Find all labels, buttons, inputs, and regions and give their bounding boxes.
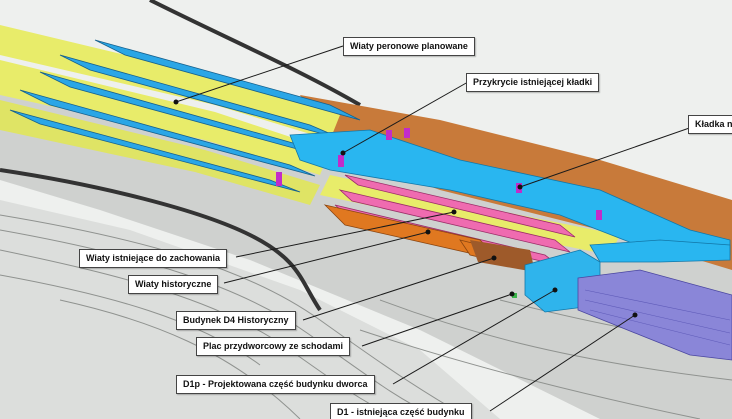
label-wiaty-istniejace: Wiaty istniejące do zachowania [79,249,227,268]
label-przykrycie-kladki: Przykrycie istniejącej kładki [466,73,600,92]
planned-canopies [9,39,361,193]
label-d1p: D1p - Projektowana część budynku dworca [176,375,375,394]
label-budynek-d4: Budynek D4 Historyczny [176,311,296,330]
platform-strip [320,175,620,255]
boundary-wall-top [149,0,362,107]
label-kladka: Kładka n [688,115,732,134]
label-d1: D1 - istniejąca część budynku [330,403,472,419]
plac-marker [512,293,517,298]
label-wiaty-historyczne: Wiaty historyczne [128,275,219,294]
leader-dots [173,99,638,318]
label-wiaty-planowane: Wiaty peronowe planowane [343,37,475,56]
label-plac: Plac przydworcowy ze schodami [196,337,351,356]
boundary-wall [0,168,322,312]
station-building [577,269,732,361]
leader-lines [175,45,699,412]
station-windows [584,289,731,346]
historic-building [470,240,535,272]
footbridge-end [589,239,731,263]
